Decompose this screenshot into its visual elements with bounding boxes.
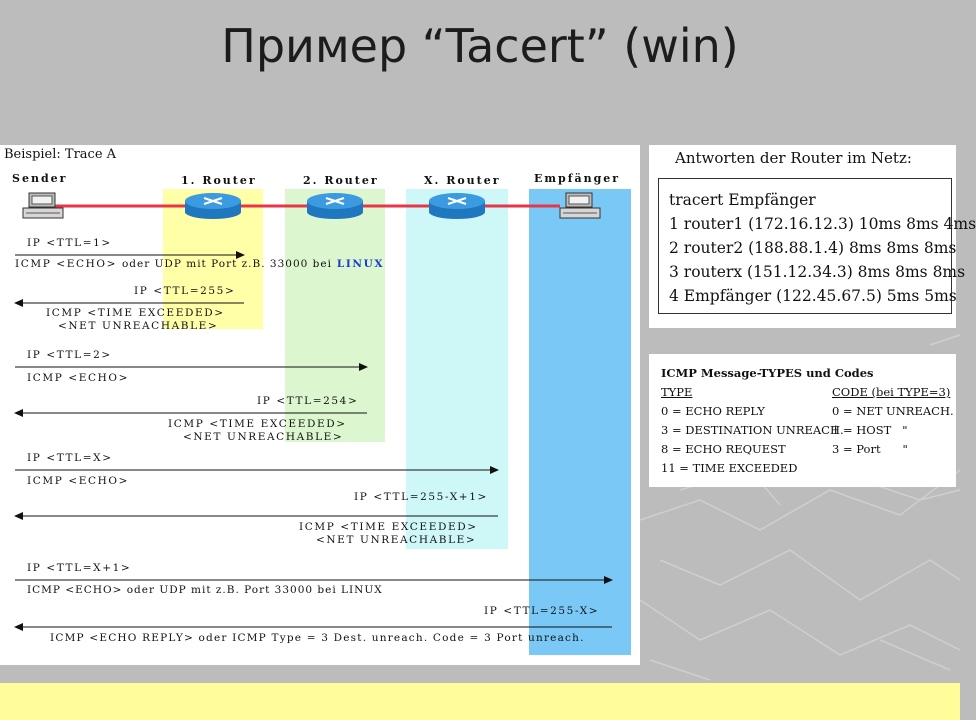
responses-line: 1 router1 (172.16.12.3) 10ms 8ms 4ms (669, 215, 976, 233)
router2-band (285, 189, 385, 442)
routerx-band (406, 189, 508, 549)
ex3-reply: IP <TTL=255-X+1> (354, 491, 488, 503)
ex2-request: IP <TTL=2> (27, 349, 112, 361)
responses-box: tracert Empfänger 1 router1 (172.16.12.3… (658, 178, 976, 314)
footer-band (0, 683, 960, 720)
icmp-type: 8 = ECHO REQUEST (661, 442, 786, 456)
traceroute-diagram: Beispiel: Trace A Sender 1. Router 2. Ro… (0, 145, 640, 665)
icmp-code: 3 = Port " (832, 442, 908, 456)
router-responses-panel: Antworten der Router im Netz: tracert Em… (649, 145, 976, 328)
routerx-header: X. Router (424, 174, 501, 187)
ex2-reply: IP <TTL=254> (257, 395, 359, 407)
icmp-types-panel: ICMP Message-TYPES und Codes TYPE CODE (… (649, 354, 956, 487)
ex1-echo-line: ICMP <ECHO> oder UDP mit Port z.B. 33000… (15, 258, 384, 270)
responses-line: 3 routerx (151.12.34.3) 8ms 8ms 8ms (669, 263, 966, 281)
icmp-title: ICMP Message-TYPES und Codes (661, 366, 874, 380)
ex3-error-1: ICMP <TIME EXCEEDED> (299, 521, 478, 533)
ex1-error-2: <NET UNREACHABLE> (58, 320, 219, 332)
icmp-type: 3 = DESTINATION UNREACH. (661, 423, 844, 437)
responses-line: 4 Empfänger (122.45.67.5) 5ms 5ms (669, 287, 957, 305)
responses-line: tracert Empfänger (669, 191, 816, 209)
ex2-error-1: ICMP <TIME EXCEEDED> (168, 418, 347, 430)
sender-header: Sender (12, 172, 68, 185)
router2-header: 2. Router (303, 174, 379, 187)
receiver-computer-icon (559, 192, 601, 219)
ex1-echo-alt: oder UDP mit Port z.B. 33000 bei (121, 258, 332, 270)
ex4-request: IP <TTL=X+1> (27, 562, 132, 574)
ex1-reply: IP <TTL=255> (134, 285, 236, 297)
slide-title: Пример “Tacert” (win) (221, 19, 739, 73)
ex1-error-1: ICMP <TIME EXCEEDED> (46, 307, 225, 319)
diagram-label: Beispiel: Trace A (4, 147, 117, 162)
sender-computer-icon (22, 192, 64, 219)
ex4-echo: ICMP <ECHO> oder UDP mit z.B. Port 33000… (27, 584, 383, 596)
responses-line: 2 router2 (188.88.1.4) 8ms 8ms 8ms (669, 239, 957, 257)
ex2-error-2: <NET UNREACHABLE> (183, 431, 344, 443)
router1-icon (185, 193, 241, 219)
ex3-echo: ICMP <ECHO> (27, 475, 129, 487)
ex4-final: ICMP <ECHO REPLY> oder ICMP Type = 3 Des… (50, 632, 585, 644)
ex3-request: IP <TTL=X> (27, 452, 113, 464)
icmp-type-header: TYPE (661, 385, 693, 399)
router1-header: 1. Router (181, 174, 257, 187)
ex1-request: IP <TTL=1> (27, 237, 112, 249)
ex3-error-2: <NET UNREACHABLE> (316, 534, 477, 546)
icmp-code: 0 = NET UNREACH. (832, 404, 954, 418)
icmp-type: 11 = TIME EXCEEDED (661, 461, 798, 475)
ex1-echo: ICMP <ECHO> (15, 258, 117, 270)
ex1-echo-os: LINUX (336, 258, 385, 270)
icmp-code-header: CODE (bei TYPE=3) (832, 385, 951, 399)
ex4-reply: IP <TTL=255-X> (484, 605, 600, 617)
icmp-type: 0 = ECHO REPLY (661, 404, 765, 418)
routerx-icon (429, 193, 485, 219)
router2-icon (307, 193, 363, 219)
icmp-code: 1 = HOST " (832, 423, 908, 437)
receiver-band (529, 189, 631, 655)
responses-title: Antworten der Router im Netz: (675, 149, 912, 167)
ex2-echo: ICMP <ECHO> (27, 372, 129, 384)
receiver-header: Empfänger (534, 172, 621, 185)
